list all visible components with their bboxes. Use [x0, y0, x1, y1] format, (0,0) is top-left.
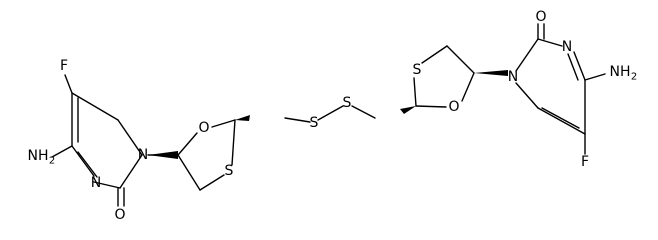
bond: [231, 119, 236, 166]
stereo-wedge: [474, 70, 508, 76]
bond: [537, 38, 563, 47]
bond: [415, 105, 447, 108]
ring-nitrogen-label: N: [562, 39, 572, 55]
bond: [117, 119, 143, 156]
bond: [515, 38, 539, 72]
amine-label-right: NH 2: [610, 64, 638, 83]
stereo-wedge: [148, 151, 178, 159]
carbonyl-oxygen-label: O: [114, 207, 125, 223]
bond: [413, 77, 417, 107]
disulfide-sulfur-label: S: [310, 115, 319, 131]
bond: [584, 73, 606, 81]
ring-oxygen-label: O: [198, 120, 209, 136]
amine-text: NH: [28, 148, 49, 164]
bond: [64, 74, 73, 94]
bond: [351, 105, 376, 119]
bond: [573, 51, 586, 81]
bond: [317, 105, 344, 121]
bond: [421, 45, 448, 64]
bond: [77, 151, 98, 178]
carbonyl-oxygen-label: O: [535, 9, 546, 25]
bond: [567, 53, 579, 81]
amine-subscript: 2: [49, 156, 55, 167]
amine-subscript: 2: [631, 72, 637, 83]
stereo-wedge: [235, 115, 250, 121]
fluorine-label: F: [60, 58, 68, 74]
bond: [93, 181, 121, 189]
bond: [515, 82, 539, 109]
ring-nitrogen-label: N: [138, 147, 148, 163]
bond: [537, 107, 586, 135]
amine-label-left: NH 2: [28, 148, 56, 167]
atom-labels: F NH 2 N O N O S S S S O N O N NH 2 F: [28, 9, 638, 223]
bond: [71, 145, 95, 177]
bond: [71, 92, 119, 121]
bond: [199, 174, 225, 191]
bonds: [51, 23, 606, 207]
bond: [446, 45, 475, 74]
bond: [461, 72, 475, 102]
bond: [211, 119, 236, 128]
ring-oxygen-label: O: [448, 99, 459, 115]
bond: [51, 145, 73, 158]
bond: [284, 117, 311, 123]
bond: [119, 154, 143, 189]
bond: [177, 132, 198, 156]
ring-sulfur-label: S: [225, 163, 234, 179]
ring-nitrogen-label: N: [91, 175, 101, 191]
ring-nitrogen-label: N: [508, 69, 518, 85]
disulfide-sulfur-label: S: [343, 95, 352, 111]
ring-sulfur-label: S: [413, 62, 422, 78]
wedge-bonds: [148, 70, 508, 159]
bond: [177, 154, 201, 191]
fluorine-label: F: [581, 154, 589, 170]
amine-text: NH: [610, 64, 631, 80]
stereo-wedge: [400, 106, 416, 114]
bond: [541, 107, 580, 129]
molecule-structure: F NH 2 N O N O S S S S O N O N NH 2 F: [28, 9, 638, 223]
